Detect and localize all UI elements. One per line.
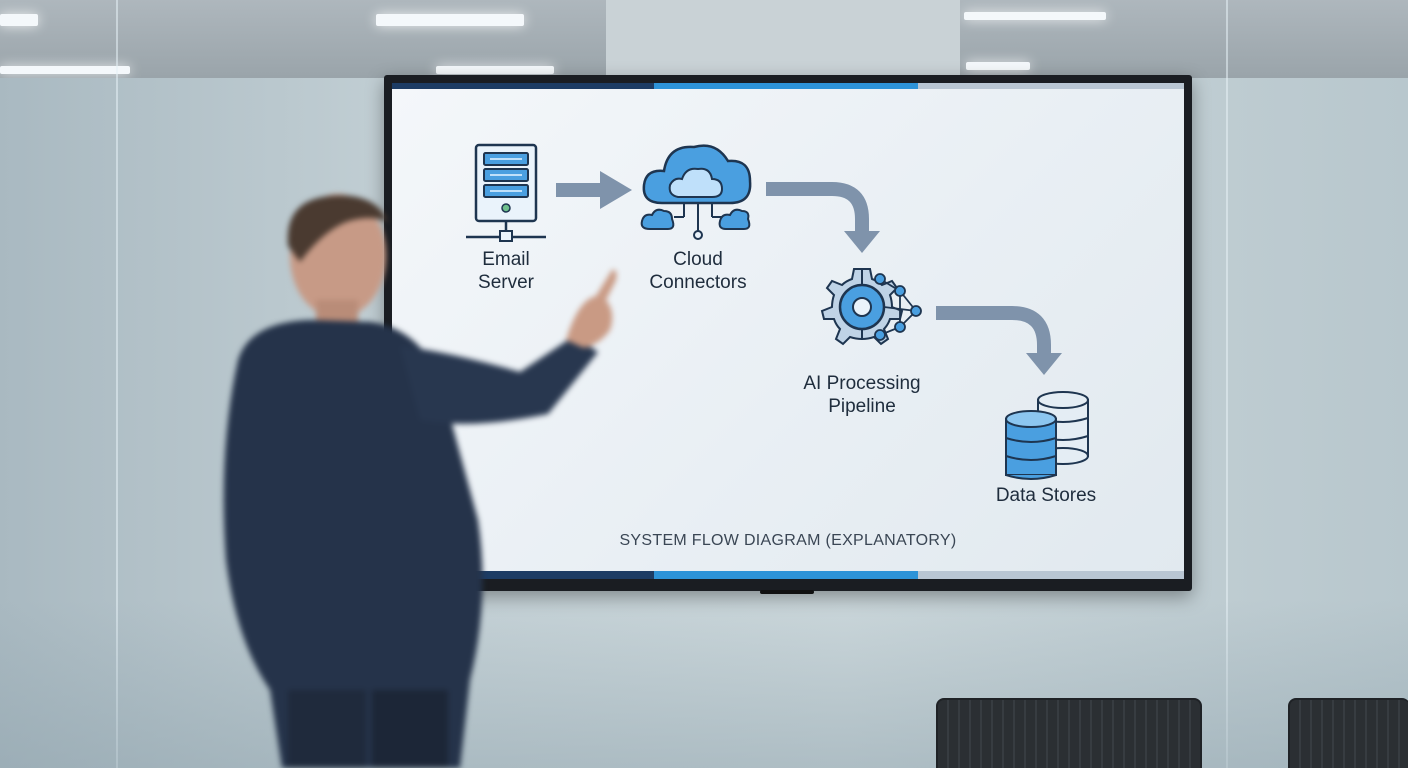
node-label-line: Data Stores xyxy=(995,485,1097,506)
ceiling-column xyxy=(606,0,960,78)
ceiling-light xyxy=(0,14,38,26)
database-icon xyxy=(1005,391,1089,480)
wall-tv: Email Server Cloud Connectors AI Process… xyxy=(384,75,1192,591)
cloud-network-icon xyxy=(640,144,752,240)
tv-stand-foot xyxy=(760,590,814,594)
node-label-data-stores: Data Stores xyxy=(976,484,1116,507)
screen-bottom-bar xyxy=(392,571,1184,579)
office-chair xyxy=(1288,698,1408,768)
node-label-line: Server xyxy=(478,272,534,293)
tv-screen: Email Server Cloud Connectors AI Process… xyxy=(392,83,1184,579)
ceiling-light xyxy=(0,66,130,74)
node-label-line: Pipeline xyxy=(828,396,896,417)
gear-neural-network-icon xyxy=(820,268,922,346)
node-label-line: AI Processing xyxy=(803,373,921,394)
node-label-line: Email xyxy=(482,249,530,270)
flow-arrow xyxy=(766,182,880,253)
node-label-ai-pipeline: AI Processing Pipeline xyxy=(782,372,942,418)
ceiling-light xyxy=(964,12,1106,20)
flow-arrow xyxy=(936,306,1062,375)
node-label-email-server: Email Server xyxy=(456,248,556,294)
glass-partition-frame xyxy=(1226,0,1228,768)
server-icon xyxy=(466,143,546,242)
flow-diagram xyxy=(466,143,1089,480)
ceiling-light xyxy=(436,66,554,74)
flow-arrow xyxy=(556,171,632,209)
screen-top-bar xyxy=(392,83,1184,89)
node-label-line: Cloud xyxy=(673,249,723,270)
office-chair xyxy=(936,698,1202,768)
node-label-cloud-connectors: Cloud Connectors xyxy=(628,248,768,294)
ceiling-light xyxy=(376,14,524,26)
node-label-line: Connectors xyxy=(649,272,747,293)
diagram-caption: SYSTEM FLOW DIAGRAM (EXPLANATORY) xyxy=(619,532,957,549)
ceiling-light xyxy=(966,62,1030,70)
glass-partition-frame xyxy=(116,0,118,768)
